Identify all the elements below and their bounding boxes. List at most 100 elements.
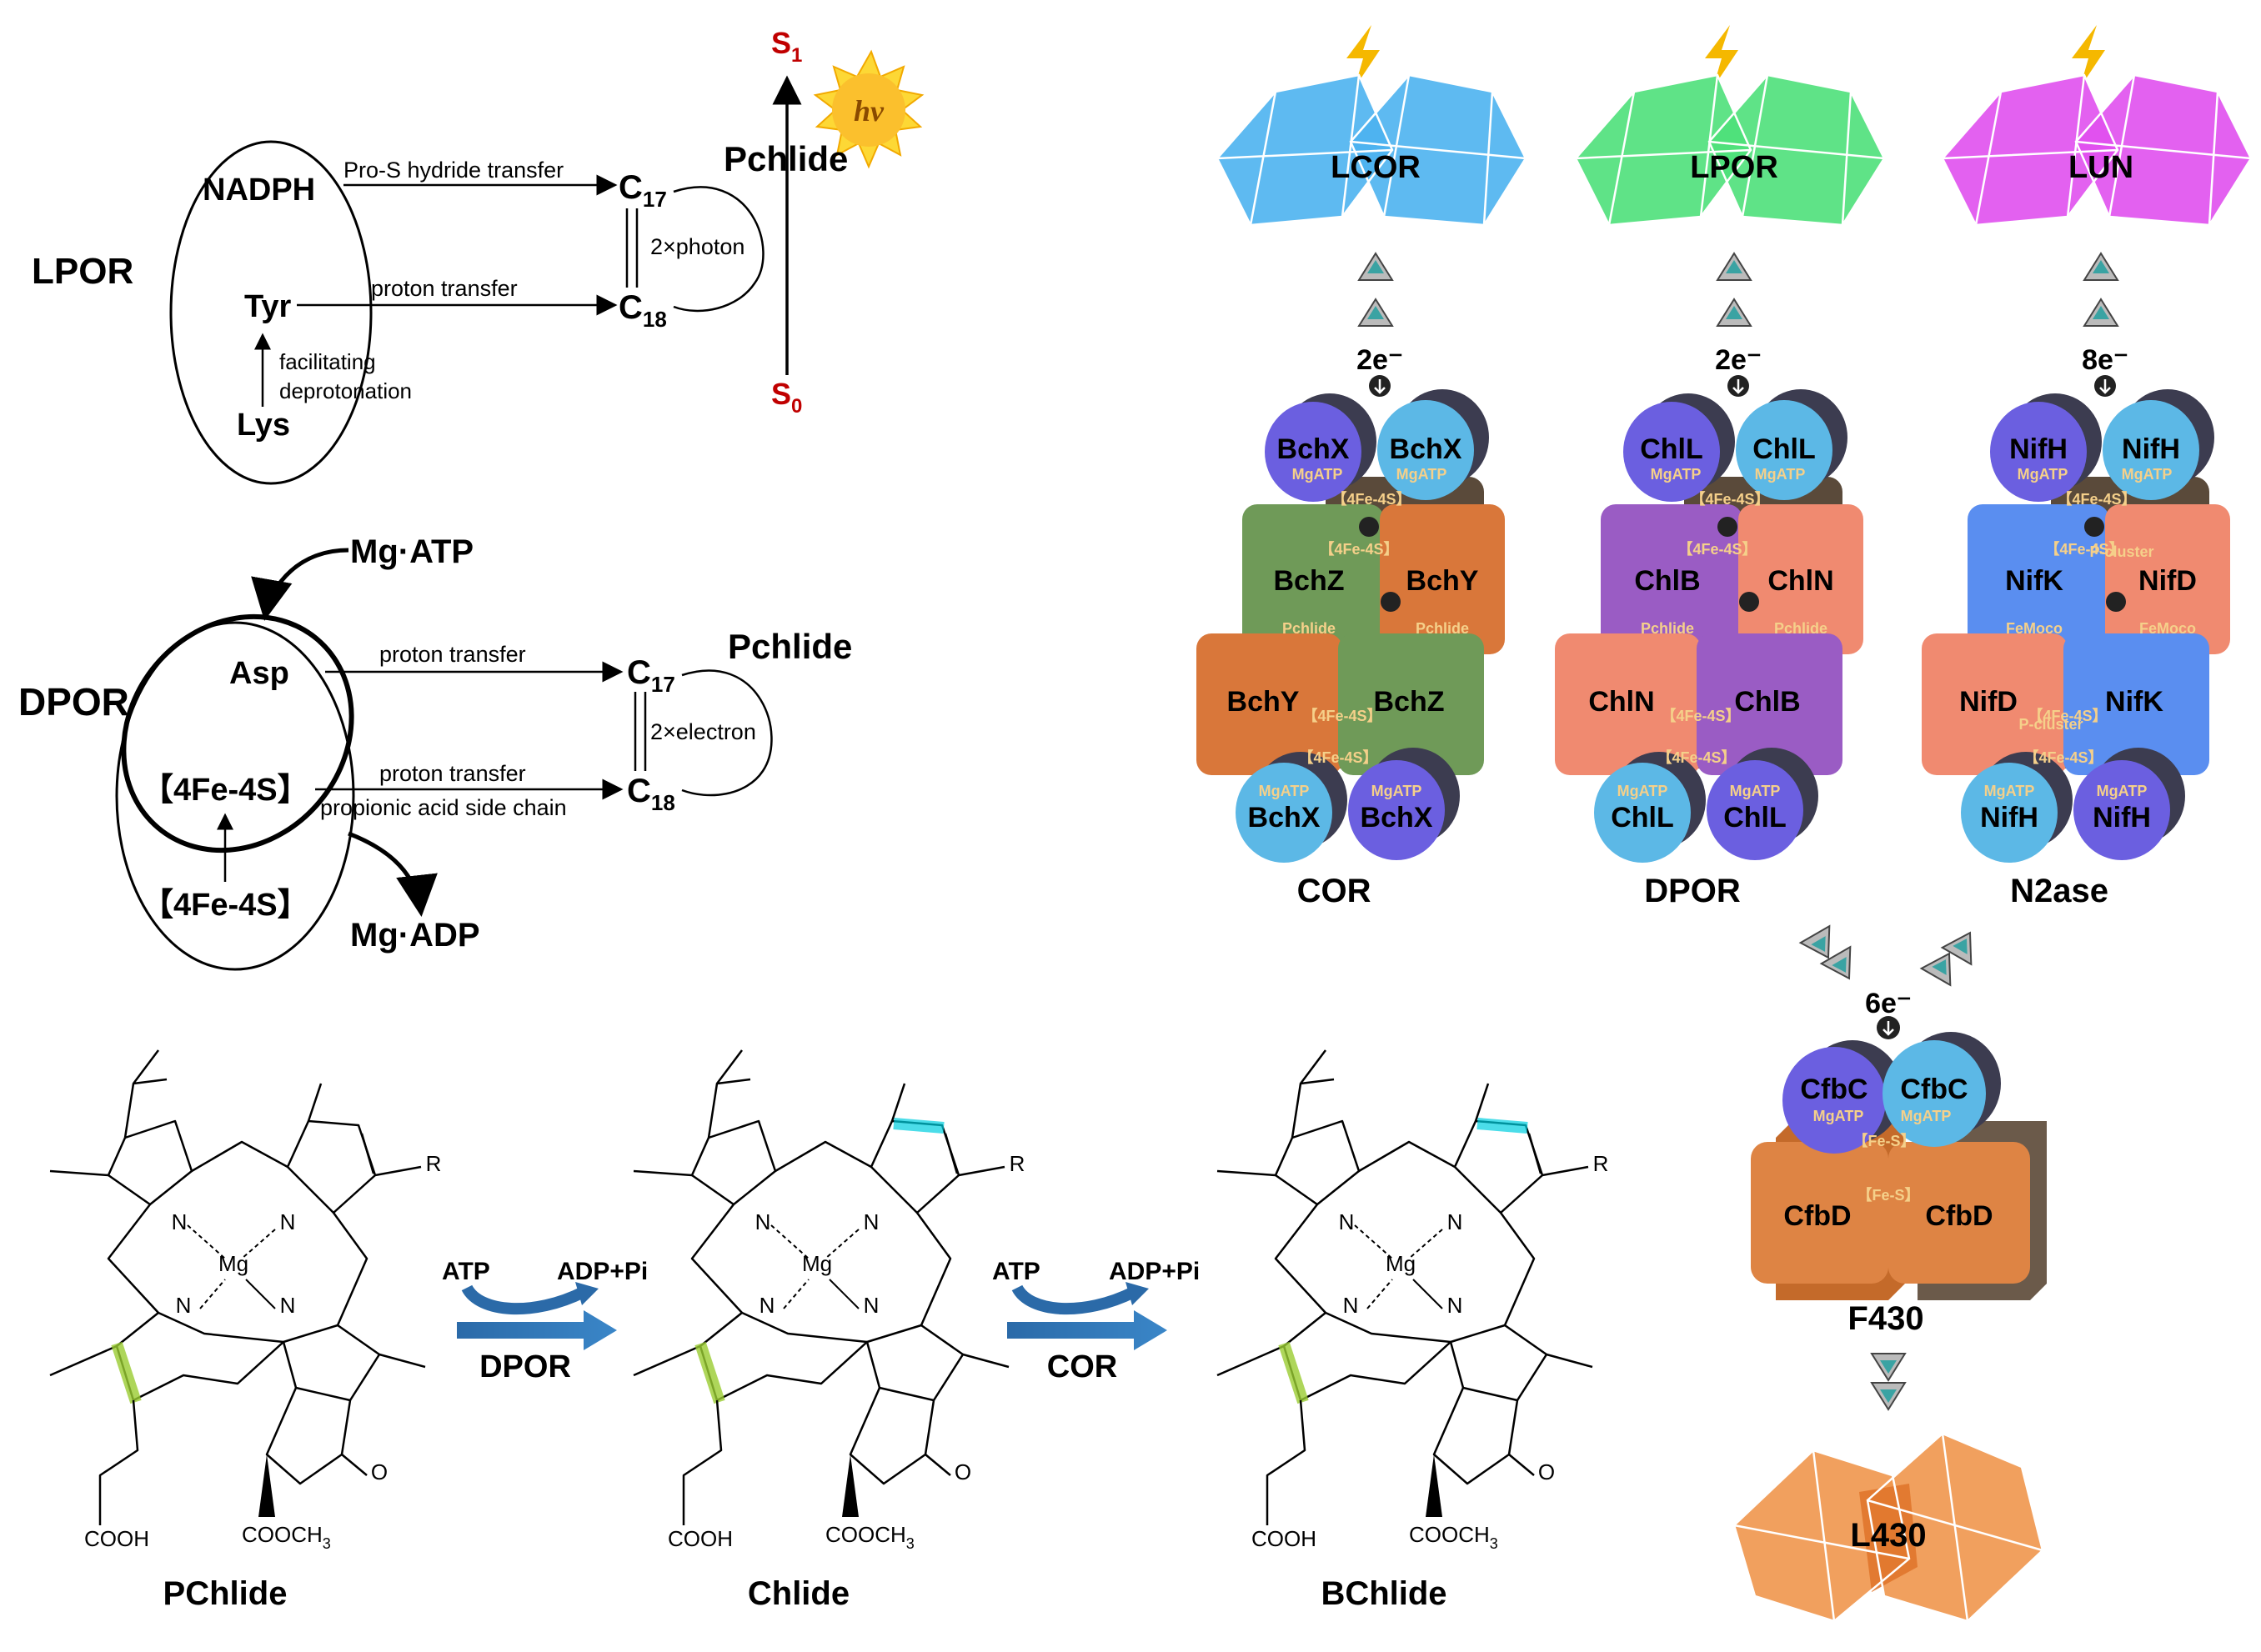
cor-enzyme-label: COR <box>1047 1349 1117 1384</box>
facil-label-2: deprotonation <box>279 378 412 403</box>
fe-bottom-cluster: 【4Fe-4S】 <box>2023 749 2103 766</box>
up-arrow-icon <box>1357 252 1394 281</box>
mgadp-arrow <box>348 831 438 917</box>
dpor-pchlide-label: Pchlide <box>728 627 852 666</box>
adp-label-2: ADP+Pi <box>1109 1258 1200 1285</box>
electron-icon <box>1717 517 1737 537</box>
fe-top-label-a: ChlL <box>1640 433 1703 465</box>
n-atom: N <box>280 1209 296 1234</box>
top-crystal-label: LUN <box>2068 150 2133 185</box>
cfbd-a-label: CfbD <box>1783 1200 1851 1232</box>
dpor-mechanism: DPOR Mg·ATP Mg·ADP Asp 【4Fe-4S】 【4Fe-4S】… <box>18 533 852 971</box>
oxygen-atom: O <box>955 1459 971 1484</box>
cooch3-group: COOCH3 <box>825 1522 915 1552</box>
up-arrow-icon <box>2083 298 2119 327</box>
cfbc-a-mgatp: MgATP <box>1813 1108 1864 1124</box>
s1-label: S1 <box>771 26 802 67</box>
pcluster-label-a: P-cluster <box>2089 543 2153 560</box>
core-block-d <box>1338 633 1484 775</box>
mgatp-label-a: MgATP <box>2018 466 2068 483</box>
fes-active-label: 【4Fe-4S】 <box>142 773 309 808</box>
lpor-mechanism: LPOR NADPH Tyr Lys facilitating deproton… <box>32 26 925 485</box>
top-crystal-label: LPOR <box>1690 150 1778 185</box>
cluster-label-a: 【4Fe-4S】 <box>1319 541 1398 558</box>
cfbc-a <box>1782 1047 1886 1154</box>
fe-bottom-cluster: 【4Fe-4S】 <box>1298 749 1377 766</box>
fe-top-label-a: NifH <box>2009 433 2068 465</box>
f430-label: F430 <box>1847 1300 1923 1337</box>
core-label-b: NifD <box>2138 565 2197 597</box>
cfbd-a <box>1751 1142 1888 1284</box>
core-block-d <box>2063 633 2209 775</box>
cofactor-label-a: FeMoco <box>2006 620 2063 637</box>
fe-bottom-label-a: ChlL <box>1611 802 1674 834</box>
core-block-b <box>1380 504 1505 654</box>
mgatp-label-c: MgATP <box>1617 783 1668 799</box>
oxygen-atom: O <box>1538 1459 1555 1484</box>
core-label-a: BchZ <box>1274 565 1345 597</box>
atp-label-2: ATP <box>992 1258 1040 1285</box>
dpor-proton-label-2: proton transfer <box>379 761 526 786</box>
mgadp-label: Mg·ADP <box>350 917 480 954</box>
cooch3-group: COOCH3 <box>1409 1522 1498 1552</box>
n-atom: N <box>1343 1293 1359 1318</box>
fe-top-cluster: 【4Fe-4S】 <box>1331 491 1411 508</box>
core-block-c <box>1555 633 1701 775</box>
cluster-label-a: 【4Fe-4S】 <box>2044 541 2123 558</box>
electron-arc <box>681 669 773 797</box>
dpor-c17-label: C17 <box>627 654 675 697</box>
electron-icon <box>1739 592 1759 612</box>
electron-count: 2e⁻ <box>1715 344 1762 376</box>
core-label-b: ChlN <box>1767 565 1833 597</box>
electron-label: 2×electron <box>650 719 756 744</box>
atp-label-1: ATP <box>442 1258 490 1285</box>
mg-atom: Mg <box>802 1251 832 1276</box>
dpor-c18-label: C18 <box>627 773 675 815</box>
core-block-d <box>1697 633 1842 775</box>
bchlide-name: BChlide <box>1321 1575 1446 1612</box>
electron-icon <box>2106 592 2126 612</box>
fe-top-label-b: NifH <box>2122 433 2180 465</box>
core-block-b <box>2105 504 2230 654</box>
r-group: R <box>1593 1151 1609 1176</box>
r-group: R <box>426 1151 442 1176</box>
n-atom: N <box>176 1293 192 1318</box>
mgatp-arrow <box>251 548 349 621</box>
core-label-b: BchY <box>1406 565 1479 597</box>
facil-label-1: facilitating <box>279 349 376 374</box>
photon-arc <box>673 186 765 313</box>
f430-complex: 6e⁻ CfbD CfbD 【Fe-S】 CfbC CfbC MgATP MgA… <box>1732 924 2047 1623</box>
mg-atom: Mg <box>1386 1251 1416 1276</box>
fe-bottom-label-a: NifH <box>1980 802 2038 834</box>
core-block-a <box>1968 504 2109 654</box>
n-atom: N <box>280 1293 296 1318</box>
core-block-a <box>1601 504 1742 654</box>
lpor-pchlide-label: Pchlide <box>724 139 848 178</box>
pcluster-label-b: P-cluster <box>2018 716 2083 733</box>
dpor-reaction-arrow: ATP ADP+Pi DPOR <box>442 1258 648 1384</box>
electron-icon <box>1359 517 1379 537</box>
mgatp-label: Mg·ATP <box>350 533 474 570</box>
mgatp-label-d: MgATP <box>1371 783 1422 799</box>
enzyme-column-label: N2ase <box>2010 873 2108 909</box>
cfbc-fes-label: 【Fe-S】 <box>1852 1133 1915 1149</box>
up-arrow-icon <box>2083 252 2119 281</box>
enzyme-column-label: COR <box>1297 873 1371 909</box>
n-atom: N <box>172 1209 188 1234</box>
top-crystal-label: LCOR <box>1331 150 1421 185</box>
cofactor-label-b: FeMoco <box>2139 620 2196 637</box>
cfbc-a-label: CfbC <box>1800 1074 1867 1105</box>
mgatp-label-a: MgATP <box>1292 466 1343 483</box>
c18-label: C18 <box>619 289 667 332</box>
electron-icon <box>1381 592 1401 612</box>
proton-label: proton transfer <box>371 276 518 301</box>
l430-crystal: L430 <box>1732 1432 2044 1623</box>
fe-bottom-cluster: 【4Fe-4S】 <box>1657 749 1736 766</box>
